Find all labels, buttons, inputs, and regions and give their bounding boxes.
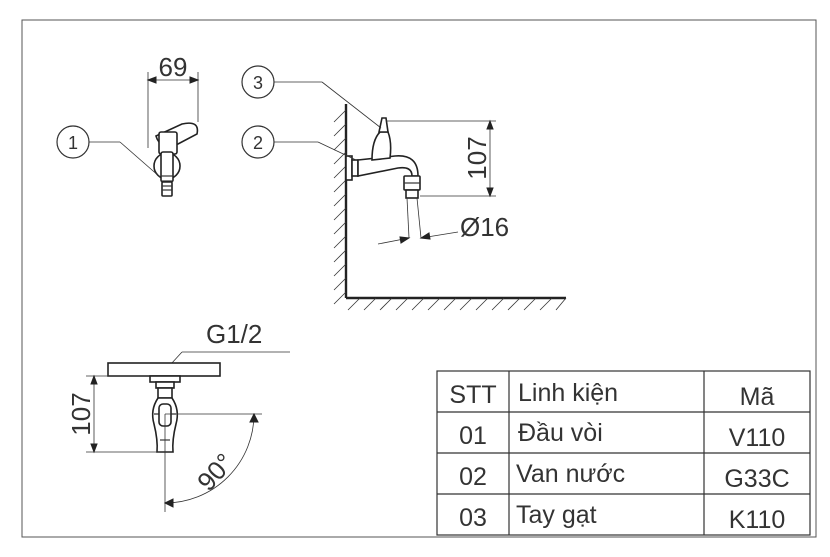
dimension-thread-g1-2: G1/2 [206,319,262,349]
table-row-3-code: K110 [729,506,786,534]
table-header-ma: Mã [740,383,775,411]
dimension-height-107-front: 107 [66,392,96,435]
dimension-diameter-16: Ø16 [460,212,509,242]
dimension-height-107-side: 107 [462,136,492,179]
front-view: G1/2 107 90° [66,319,290,512]
table-row-3-part: Tay gạt [516,501,597,529]
table-row-2-code: G33C [724,465,789,493]
dimension-angle-90: 90° [191,447,240,496]
callout-1: 1 [68,133,78,153]
table-row-1-stt: 01 [459,422,487,450]
top-view: 69 1 [56,52,200,197]
table-header-stt: STT [449,381,496,409]
dimension-width-69: 69 [159,52,188,82]
callout-3: 3 [253,73,263,93]
table-row-1-part: Đầu vòi [518,419,603,447]
table-row-2-stt: 02 [459,463,487,491]
drawing-frame [21,19,817,538]
callout-2: 2 [253,133,263,153]
table-header-linh-kien: Linh kiện [518,379,618,407]
table-row-3-stt: 03 [459,504,487,532]
table-row-1-code: V110 [729,424,786,452]
table-row-2-part: Van nước [516,460,625,488]
side-view: 107 Ø16 2 3 [241,65,567,311]
parts-table: STT Linh kiện Mã 01 Đầu vòi V110 02 Van … [436,370,811,536]
